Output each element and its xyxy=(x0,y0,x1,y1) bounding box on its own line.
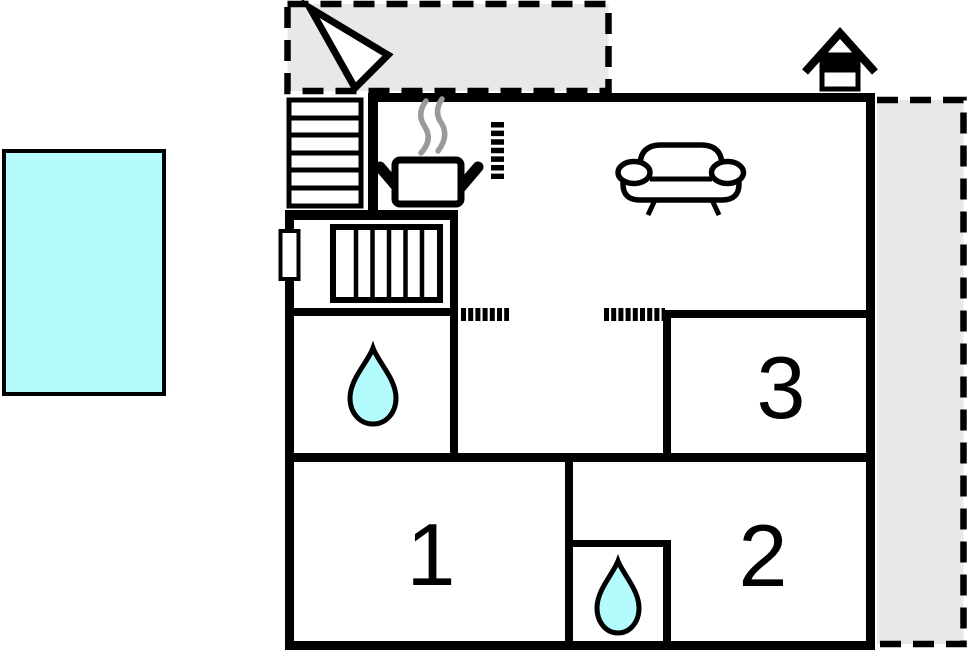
steam-line-left xyxy=(418,98,431,156)
sofa-icon xyxy=(615,142,747,217)
radiator-icon xyxy=(330,224,443,303)
water-drop-icon-bathroom-2 xyxy=(594,554,642,636)
staircase-icon xyxy=(286,97,364,209)
cooking-pot-steam-icon xyxy=(374,96,484,208)
staircase-steps xyxy=(289,115,361,191)
terrace-right xyxy=(877,96,967,648)
window xyxy=(278,229,301,281)
house-chimney-icon xyxy=(802,27,878,92)
sofa-armrest-right xyxy=(708,158,747,187)
water-drop-icon-bathroom-1 xyxy=(347,340,399,427)
steam-line-right xyxy=(434,96,448,154)
chimney-band xyxy=(819,52,861,73)
room-2-label: 2 xyxy=(739,506,788,605)
north-arrow-icon xyxy=(301,0,394,94)
pot-body xyxy=(391,156,465,208)
room-1-label: 1 xyxy=(407,505,456,604)
room-3-label: 3 xyxy=(757,338,806,437)
chimney-roof xyxy=(802,27,878,75)
radiator-fins xyxy=(353,230,425,297)
sofa-armrest-left xyxy=(615,158,653,187)
swimming-pool xyxy=(2,149,166,396)
